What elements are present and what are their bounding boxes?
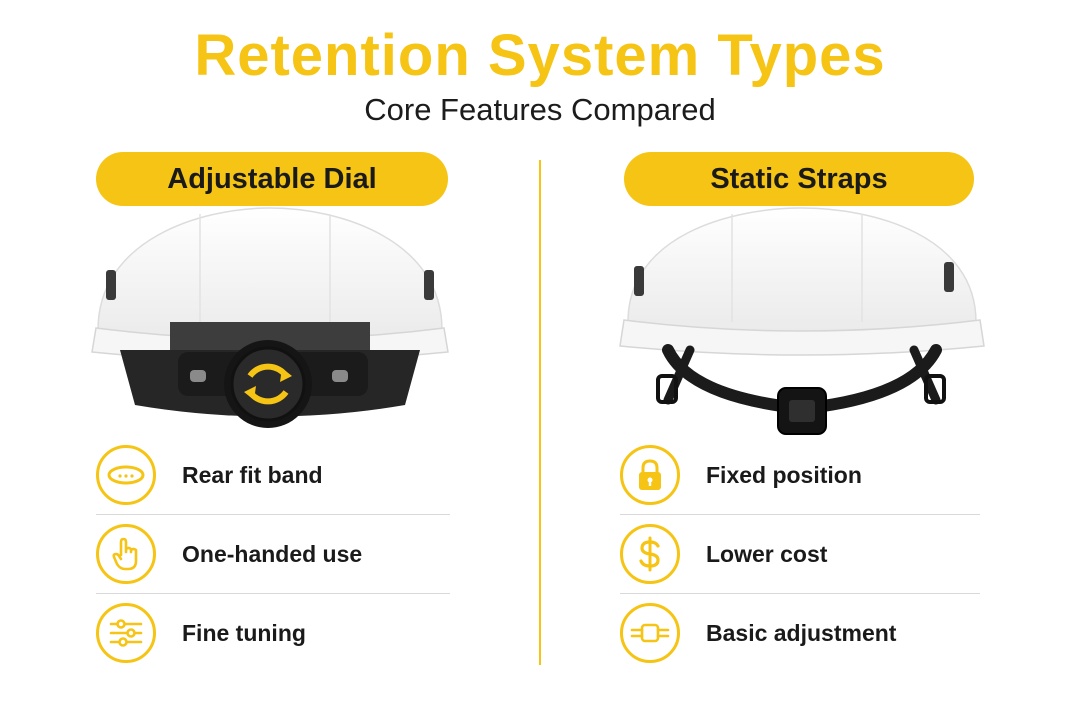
- feature-rear-fit-band: Rear fit band: [96, 436, 450, 515]
- feature-lower-cost: Lower cost: [620, 515, 980, 594]
- buckle-strap-icon: [620, 603, 680, 663]
- sliders-icon: [96, 603, 156, 663]
- column-divider: [539, 160, 541, 665]
- feature-one-handed-use: One-handed use: [96, 515, 450, 594]
- feature-fixed-position: Fixed position: [620, 436, 980, 515]
- helmet-straps-image: [619, 207, 985, 435]
- page-subtitle: Core Features Compared: [364, 92, 716, 127]
- adjustable-dial-column: Adjustable Dial Rear fit band One-handed…: [91, 152, 450, 672]
- feature-fine-tuning: Fine tuning: [96, 594, 450, 672]
- feature-basic-adjustment: Basic adjustment: [620, 594, 980, 672]
- adjustable-dial-label: Adjustable Dial: [96, 152, 448, 206]
- dollar-icon: [620, 524, 680, 584]
- page-title: Retention System Types: [194, 23, 886, 88]
- static-straps-column: Static Straps Fixed position Lower cost: [540, 0, 1080, 720]
- helmet-dial-image: [91, 207, 449, 428]
- headband-icon: [96, 445, 156, 505]
- padlock-icon: [620, 445, 680, 505]
- static-straps-label: Static Straps: [624, 152, 974, 206]
- hand-pointer-icon: [96, 524, 156, 584]
